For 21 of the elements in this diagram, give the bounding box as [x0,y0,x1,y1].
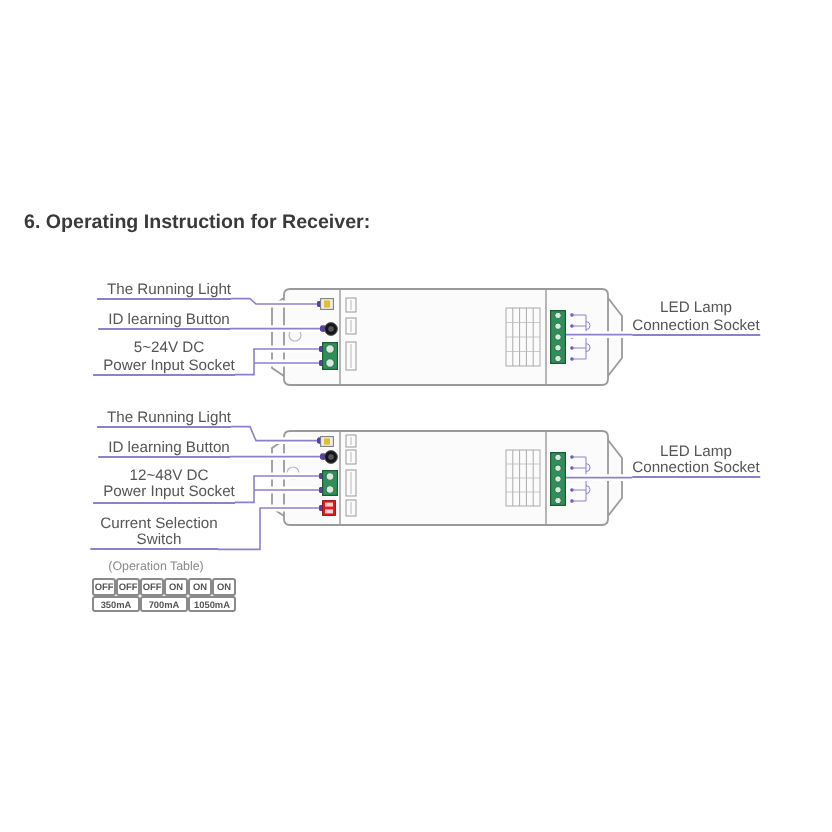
dip-switch [322,500,336,516]
push-button [323,321,337,335]
leader-line [230,297,324,308]
leader-line [234,345,326,376]
leader-line [229,453,327,460]
leader-line [565,476,634,479]
leader-line [216,504,326,551]
receiver-housing [268,430,624,526]
indicator-led [320,435,334,446]
terminal-block [322,342,338,370]
push-button [323,449,337,463]
leader-line [229,325,327,332]
indicator-led [320,298,334,310]
receiver-housing [268,288,624,386]
terminal-block [550,310,566,364]
leader-line [230,425,324,444]
leader-line [234,472,326,504]
terminal-block [322,470,338,496]
section-heading: 6. Operating Instruction for Receiver: [24,212,371,234]
leader-line [565,333,634,336]
terminal-block [550,452,566,506]
